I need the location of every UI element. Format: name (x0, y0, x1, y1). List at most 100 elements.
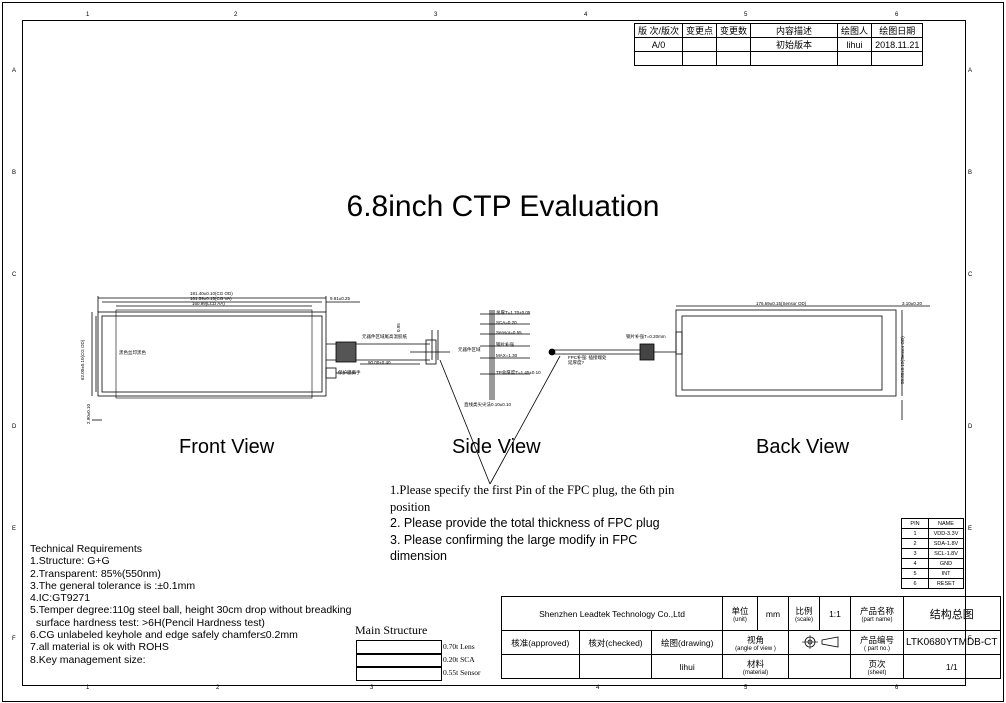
zone-bottom-4: 4 (596, 685, 600, 691)
dim-side-bottom: 直线类尖尖法0.10±0.10 (464, 402, 511, 407)
note-3: 3. Please confirming the large modify in… (390, 532, 638, 564)
back-view-label: Back View (756, 436, 850, 458)
tech-line-8: 8.Key management size: (30, 653, 146, 666)
layer-lens-label: 0.70t Lens (443, 642, 475, 651)
scale-label-en: (scale) (794, 616, 813, 623)
main-structure-title: Main Structure (355, 623, 428, 637)
part-no-label-en: ( part no.) (863, 645, 890, 652)
zone-left-c: C (12, 272, 17, 278)
dim-back-right: 58.60±0.15(Sensor OD) (900, 336, 905, 384)
front-view-label: Front View (179, 436, 275, 458)
projection-symbol (788, 630, 851, 655)
material-label: 材料 (746, 658, 764, 669)
dim-side-tp: TP总厚度T=1.45±0.10 (496, 370, 541, 375)
sheet-label: 页次 (868, 658, 886, 669)
zone-top-4: 4 (584, 12, 588, 18)
part-no: LTK0680YTMDB-CT (903, 630, 1001, 655)
checked-label: 核对(checked) (578, 630, 653, 655)
drawing-frame (22, 20, 966, 686)
zone-bottom-3: 3 (370, 685, 374, 691)
zone-left-e: E (12, 526, 17, 532)
part-name-label-en: (part name) (861, 616, 893, 623)
pin-name: INT (928, 568, 964, 579)
unit-value: mm (757, 596, 789, 631)
tech-line-6: 6.CG unlabeled keyhole and edge safely c… (30, 629, 298, 642)
zone-top-6: 6 (895, 12, 899, 18)
zone-right-c: C (968, 272, 973, 278)
layer-sca-label: 0.20t SCA (443, 655, 475, 664)
sheet-label-en: (sheet) (867, 669, 887, 676)
layer-sca-box (356, 653, 442, 668)
zone-top-5: 5 (744, 12, 748, 18)
scale-value: 1:1 (819, 596, 851, 631)
drawer-name: lihui (651, 654, 723, 679)
zone-right-e: E (968, 526, 973, 532)
pin-number: 1 (901, 528, 929, 539)
pin-number: 5 (901, 568, 929, 579)
dim-side-total: 总厚T=1.70±0.05 (496, 310, 531, 315)
zone-left-a: A (12, 68, 17, 74)
title-block: Shenzhen Leadtek Technology Co.,Ltd 单位(u… (501, 596, 1001, 679)
pin-number: 3 (901, 548, 929, 559)
back-view-drawing (675, 305, 930, 420)
part-name: 结构总图 (903, 596, 1001, 631)
dim-side-max: MAX=1.30 (496, 353, 518, 358)
dim-front-top1: 181.40±0.10(CG OD) (190, 291, 233, 296)
note-1: 1.Please specify the first Pin of the FP… (390, 483, 675, 514)
part-name-label: 产品名称 (859, 605, 894, 616)
dim-side-steel: 钢片补强 (496, 342, 514, 347)
layer-sensor-label: 0.55t Sensor (443, 668, 481, 677)
layer-sensor-box (356, 666, 442, 681)
side-view-drawing (410, 310, 561, 485)
zone-bottom-1: 1 (86, 685, 90, 691)
zone-right-b: B (968, 170, 973, 176)
zone-right-d: D (968, 424, 973, 430)
notes: 1.Please specify the first Pin of the FP… (390, 482, 680, 565)
zone-bottom-6: 6 (895, 685, 899, 691)
drawing-title: 6.8inch CTP Evaluation (346, 190, 660, 223)
zone-left-d: D (12, 424, 17, 430)
sheet-value: 1/1 (903, 654, 1001, 679)
unit-label-en: (unit) (733, 616, 747, 623)
zone-left-f: F (12, 636, 16, 642)
zone-bottom-2: 2 (216, 685, 220, 691)
pin-header-pin: PIN (901, 518, 929, 529)
approved-label: 核准(approved) (501, 630, 580, 655)
pin-number: 2 (901, 538, 929, 549)
projection-icon (801, 634, 838, 649)
dim-side-sca: SCA=0.20 (496, 320, 517, 325)
tech-line-1: 1.Structure: G+G (30, 555, 110, 568)
pin-number: 6 (901, 578, 929, 589)
front-view-drawing (91, 296, 437, 421)
dim-front-top2: 161.59±0.15(CG VA) (190, 296, 232, 301)
zone-top-1: 1 (86, 12, 90, 18)
tech-line-3: 3.The general tolerance is :±0.1mm (30, 579, 196, 592)
pin-name: SDA-1.8V (928, 538, 964, 549)
technical-requirements: Technical Requirements 1.Structure: G+G … (30, 543, 351, 666)
pin-name: GND (928, 558, 964, 569)
revision-table: 版 次/版次 变更点 变更数 内容描述 绘图人 绘图日期 A/0 初始版本 li… (633, 23, 924, 66)
pin-header-name: NAME (928, 518, 964, 529)
dim-front-top3: 160.99(LCD AA) (192, 301, 225, 306)
pin-number: 4 (901, 558, 929, 569)
zone-top-2: 2 (234, 12, 238, 18)
side-component-note: 元器件区域 (458, 347, 481, 352)
dim-front-fpc-length: 90.00±0.40 (368, 360, 391, 365)
pin-name: RESET (928, 578, 964, 589)
unit-label: 单位 (731, 605, 749, 616)
fpc-mid-note: FPC补强: 插接端处延厚度? (568, 355, 607, 365)
dim-back-top: 176.69±0.15(Sensor OD) (756, 301, 807, 306)
material-label-en: (material) (742, 669, 769, 676)
tech-line-5b: surface hardness test: >6H(Pencil Hardne… (30, 616, 265, 629)
tech-line-2: 2.Transparent: 85%(550nm) (30, 567, 161, 580)
dim-front-bottom: 2.90±0.10 (86, 404, 91, 424)
drawing-label: 绘图(drawing) (651, 630, 723, 655)
dim-front-left: 62.00±0.10(CG OD) (80, 339, 85, 380)
tech-line-4: 4.IC:GT9271 (30, 592, 91, 605)
tech-title: Technical Requirements (30, 543, 143, 555)
zone-bottom-5: 5 (744, 685, 748, 691)
part-no-label: 产品编号 (859, 634, 894, 645)
